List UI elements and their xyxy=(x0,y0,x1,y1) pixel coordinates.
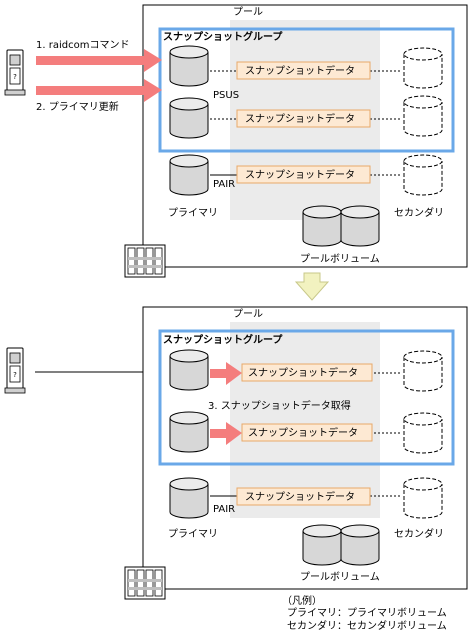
bottom-primary-volume-2 xyxy=(169,411,209,453)
bottom-snap-label-1: スナップショットデータ xyxy=(248,366,358,379)
bottom-arrow-acquire-2 xyxy=(210,422,242,445)
top-pool-volume-1 xyxy=(302,205,342,247)
bottom-snap-label-3: スナップショットデータ xyxy=(245,490,355,503)
legend-line-1: プライマリ：プライマリボリューム xyxy=(287,607,447,619)
legend-title: （凡例） xyxy=(282,594,322,607)
bottom-pair-label: PAIR xyxy=(213,504,235,515)
top-arrow-command xyxy=(36,49,162,72)
bottom-snapshot-data-3 xyxy=(236,487,371,506)
top-snapshot-data-1 xyxy=(236,61,371,80)
top-primary-volume-2 xyxy=(169,97,209,139)
bottom-server-icon xyxy=(4,347,26,394)
bottom-pool-volume-label: プールボリューム xyxy=(300,571,380,583)
top-snapshot-data-2 xyxy=(236,109,371,128)
top-group-label: スナップショットグループ xyxy=(163,30,283,43)
top-pair-label: PAIR xyxy=(213,179,235,190)
bottom-pool-volume-1 xyxy=(302,524,342,566)
step1-label: 1. raidcomコマンド xyxy=(36,40,129,51)
bottom-group-label: スナップショットグループ xyxy=(163,333,283,346)
bottom-primary-volume-3 xyxy=(169,477,209,519)
top-primary-label: プライマリ xyxy=(168,207,218,219)
bottom-snapshot-data-2 xyxy=(241,423,373,442)
top-snapshot-data-3 xyxy=(236,165,371,184)
bottom-storage-icon xyxy=(124,566,166,600)
bottom-primary-volume-1 xyxy=(169,349,209,391)
bottom-scene: プール スナップショットグループ スナップショットデータ 3. スナップショット… xyxy=(4,306,468,600)
top-primary-volume-3 xyxy=(169,154,209,196)
top-arrow-update xyxy=(36,79,162,102)
top-secondary-volume-1 xyxy=(403,47,443,89)
top-pool-volume-label: プールボリューム xyxy=(300,253,380,265)
step3-label: 3. スナップショットデータ取得 xyxy=(208,399,351,412)
bottom-pool-label: プール xyxy=(233,308,263,320)
bottom-secondary-volume-2 xyxy=(403,412,443,454)
legend-line-2: セカンダリ：セカンダリボリューム xyxy=(287,619,447,632)
top-snap-label-2: スナップショットデータ xyxy=(245,112,355,125)
bottom-pool-area xyxy=(230,322,380,518)
bottom-snapshot-data-1 xyxy=(241,363,373,382)
bottom-secondary-volume-3 xyxy=(403,477,443,519)
bottom-secondary-label: セカンダリ xyxy=(394,527,444,540)
top-pool-label: プール xyxy=(233,6,263,18)
top-snap-label-1: スナップショットデータ xyxy=(245,64,355,77)
legend: （凡例） プライマリ：プライマリボリューム セカンダリ：セカンダリボリューム xyxy=(282,594,447,632)
top-snap-label-3: スナップショットデータ xyxy=(245,168,355,181)
bottom-primary-label: プライマリ xyxy=(168,528,218,540)
top-secondary-volume-2 xyxy=(403,95,443,137)
top-primary-volume-1 xyxy=(169,45,209,87)
top-secondary-label: セカンダリ xyxy=(394,206,444,219)
bottom-secondary-volume-1 xyxy=(403,350,443,392)
top-storage-icon xyxy=(124,244,166,278)
top-scene: プール スナップショットグループ 1. raidcomコマンド 2. プライマリ… xyxy=(4,4,468,278)
top-server-icon xyxy=(4,49,26,96)
bottom-snap-label-2: スナップショットデータ xyxy=(248,426,358,439)
bottom-pool-volume-2 xyxy=(340,524,380,566)
top-pool-volume-2 xyxy=(340,205,380,247)
bottom-snapshot-group xyxy=(158,329,455,466)
bottom-arrow-acquire-1 xyxy=(210,362,242,385)
psus-label: PSUS xyxy=(213,90,239,101)
step2-label: 2. プライマリ更新 xyxy=(36,100,119,113)
transition-arrow xyxy=(294,272,330,301)
top-secondary-volume-3 xyxy=(403,154,443,196)
